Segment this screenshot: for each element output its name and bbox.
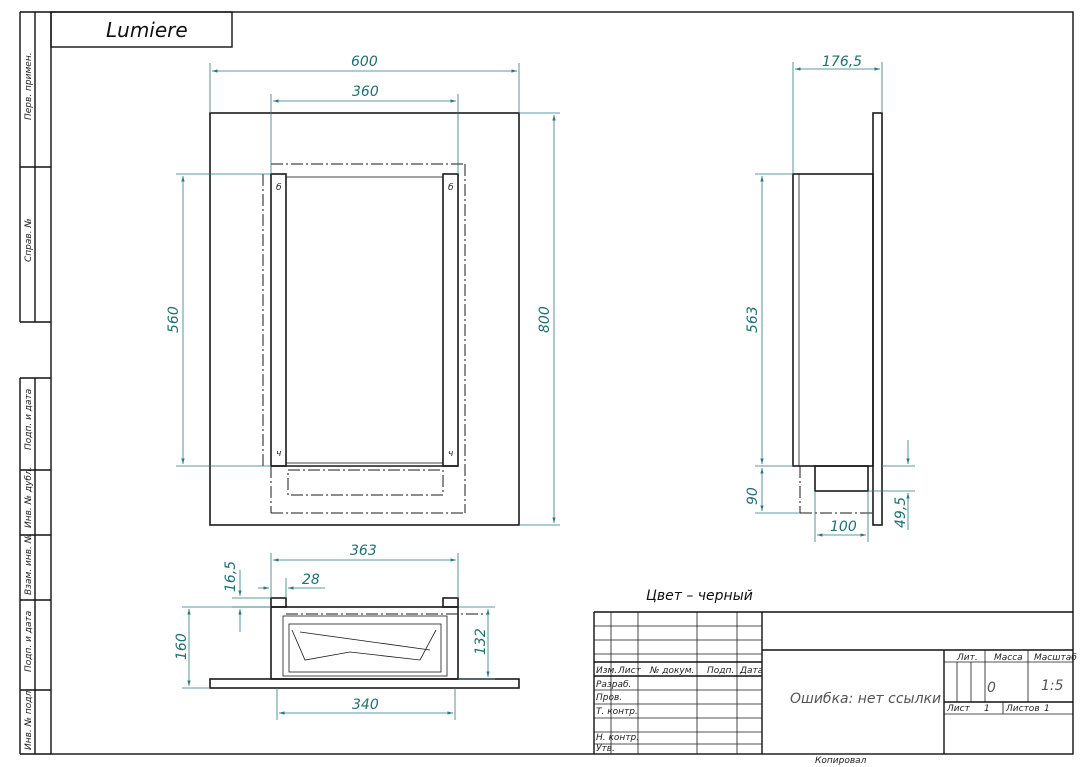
sheets-label: Листов — [1005, 704, 1040, 714]
side-label-sign-date-1: Подп. и дата — [24, 389, 34, 450]
scale-value: 1:5 — [1041, 678, 1064, 694]
corner-mark-tl: б — [276, 183, 282, 193]
sheets-value: 1 — [1044, 704, 1050, 714]
dim-offset-top: 16,5 — [223, 561, 239, 592]
dim-top-width: 363 — [350, 543, 377, 559]
dim-height-inner: 560 — [166, 306, 182, 333]
side-label-orig-inv: Инв. № подл. — [24, 688, 34, 750]
side-label-reference: Справ. № — [24, 218, 34, 262]
header-signature: Подп. — [707, 666, 734, 676]
title-block: Изм. Лист № докум. Подп. Дата Разраб. Пр… — [593, 611, 1077, 754]
color-note: Цвет – черный — [646, 588, 753, 604]
lit-label: Лит. — [956, 653, 978, 663]
role-tech-control: Т. контр. — [596, 707, 638, 717]
header-doc-number: № докум. — [649, 666, 694, 676]
role-norm-control: Н. контр. — [596, 733, 639, 743]
dim-bottom-width-top: 340 — [352, 697, 379, 713]
side-label-sign-date-2: Подп. и дата — [24, 611, 34, 672]
role-developer: Разраб. — [596, 680, 631, 690]
header-date: Дата — [739, 666, 763, 676]
brand-box — [50, 11, 233, 48]
header-change: Изм. — [596, 666, 617, 676]
side-label-first-use: Перв. примен. — [24, 52, 34, 120]
document-name: Ошибка: нет ссылки — [790, 691, 941, 707]
dim-offset-side: 28 — [302, 572, 320, 588]
mass-value: 0 — [987, 680, 996, 696]
dim-height-left: 160 — [174, 633, 190, 660]
dim-bottom-width: 100 — [830, 519, 857, 535]
dim-offset-small: 49,5 — [893, 497, 909, 528]
dim-depth-total: 176,5 — [822, 54, 862, 70]
drawing-frame — [50, 11, 1074, 755]
role-checker: Пров. — [596, 693, 622, 703]
mass-label: Масса — [994, 653, 1023, 663]
dim-height-right: 132 — [473, 628, 489, 655]
scale-label: Масштаб — [1034, 653, 1077, 663]
header-sheet: Лист — [617, 666, 642, 676]
dim-height-outer: 800 — [537, 306, 553, 333]
dim-height-body: 563 — [745, 306, 761, 333]
side-label-dup-inv: Инв. № дубл. — [24, 466, 34, 528]
corner-mark-bl: ч — [276, 449, 281, 459]
dim-gap-bottom: 90 — [745, 487, 761, 505]
copied-label: Копировал — [815, 756, 867, 766]
dim-width-outer: 600 — [351, 54, 378, 70]
top-view: 363 28 16,5 160 132 340 — [174, 543, 520, 720]
corner-mark-br: ч — [448, 449, 453, 459]
brand-name: Lumiere — [106, 18, 188, 42]
front-view: б б ч ч 600 360 800 560 — [166, 54, 560, 526]
corner-mark-tr: б — [448, 183, 454, 193]
dim-width-inner: 360 — [352, 84, 379, 100]
sheet-value: 1 — [984, 704, 990, 714]
side-margin-strip: Перв. примен. Справ. № Подп. и дата Инв.… — [19, 11, 51, 755]
side-label-replace-inv: Взам. инв. № — [24, 534, 34, 595]
sheet-label: Лист — [946, 704, 971, 714]
role-approved: Утв. — [596, 744, 615, 754]
side-view: 176,5 563 90 100 49,5 — [745, 54, 915, 542]
